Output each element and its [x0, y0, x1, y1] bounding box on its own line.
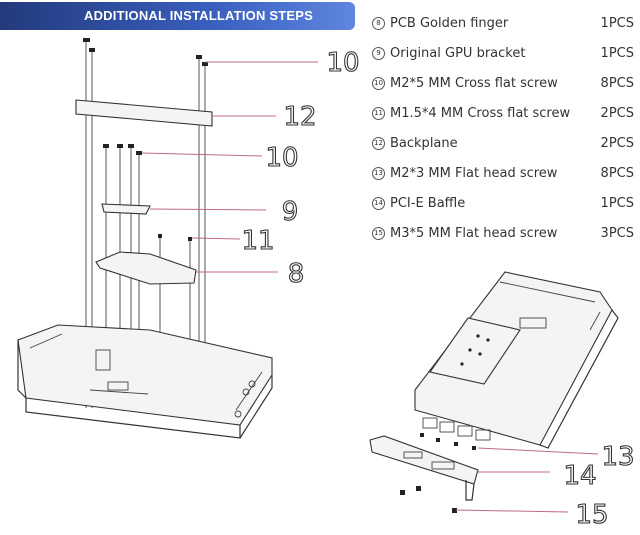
part-number: 14 — [372, 196, 385, 210]
part-qty: 8PCS — [600, 165, 634, 181]
part-item: 9 Original GPU bracket 1PCS — [372, 38, 634, 68]
part-qty: 1PCS — [600, 45, 634, 61]
connector-row — [422, 417, 491, 441]
part-number: 15 — [372, 226, 385, 240]
graphics-card — [17, 324, 273, 439]
part-number: 12 — [372, 136, 385, 150]
gpu-bracket-9 — [101, 203, 151, 215]
parts-list: 8 PCB Golden finger 1PCS 9 Original GPU bra… — [372, 8, 634, 248]
screw-group-15 — [400, 486, 457, 513]
part-item: 10 M2*5 MM Cross flat screw 8PCS — [372, 68, 634, 98]
part-name: M3*5 MM Flat head screw — [390, 225, 558, 241]
part-qty: 2PCS — [600, 105, 634, 121]
left-assembly — [17, 38, 318, 439]
callout-11: 11 — [241, 226, 274, 256]
callout-15: 15 — [575, 500, 608, 530]
part-number: 13 — [372, 166, 385, 180]
right-assembly — [369, 271, 619, 513]
part-name: M1.5*4 MM Cross flat screw — [390, 105, 571, 121]
screw-group-10a — [83, 38, 208, 66]
callout-10-mid: 10 — [265, 143, 298, 173]
part-item: 8 PCB Golden finger 1PCS — [372, 8, 634, 38]
part-name: Backplane — [390, 135, 458, 151]
screw-group-11 — [158, 234, 192, 241]
part-number: 8 — [372, 16, 385, 30]
pcb-golden-finger-8 — [95, 251, 197, 285]
part-number: 11 — [372, 106, 385, 120]
callout-12: 12 — [283, 102, 316, 132]
section-title-banner: ADDITIONAL INSTALLATION STEPS — [0, 2, 355, 30]
pcie-baffle-14 — [369, 435, 479, 485]
callout-8: 8 — [288, 259, 305, 289]
backplane-right — [429, 317, 521, 385]
part-number: 10 — [372, 76, 385, 90]
screw-group-10b — [103, 144, 142, 155]
part-name: M2*3 MM Flat head screw — [390, 165, 558, 181]
part-qty: 8PCS — [600, 75, 634, 91]
part-item: 15 M3*5 MM Flat head screw 3PCS — [372, 218, 634, 248]
backplane-12 — [75, 99, 213, 127]
part-name: M2*5 MM Cross flat screw — [390, 75, 558, 91]
callout-14: 14 — [563, 461, 596, 491]
part-name: Original GPU bracket — [390, 45, 526, 61]
part-item: 13 M2*3 MM Flat head screw 8PCS — [372, 158, 634, 188]
screw-group-13 — [420, 433, 476, 450]
part-item: 11 M1.5*4 MM Cross flat screw 2PCS — [372, 98, 634, 128]
part-name: PCI-E Baffle — [390, 195, 466, 211]
part-qty: 1PCS — [600, 15, 634, 31]
part-qty: 3PCS — [600, 225, 634, 241]
part-qty: 1PCS — [600, 195, 634, 211]
callout-9: 9 — [282, 197, 299, 227]
callout-13: 13 — [601, 442, 634, 472]
part-qty: 2PCS — [600, 135, 634, 151]
section-title: ADDITIONAL INSTALLATION STEPS — [84, 8, 313, 23]
part-name: PCB Golden finger — [390, 15, 509, 31]
part-item: 14 PCI-E Baffle 1PCS — [372, 188, 634, 218]
part-item: 12 Backplane 2PCS — [372, 128, 634, 158]
part-number: 9 — [372, 46, 385, 60]
callout-10-top: 10 — [326, 48, 359, 78]
